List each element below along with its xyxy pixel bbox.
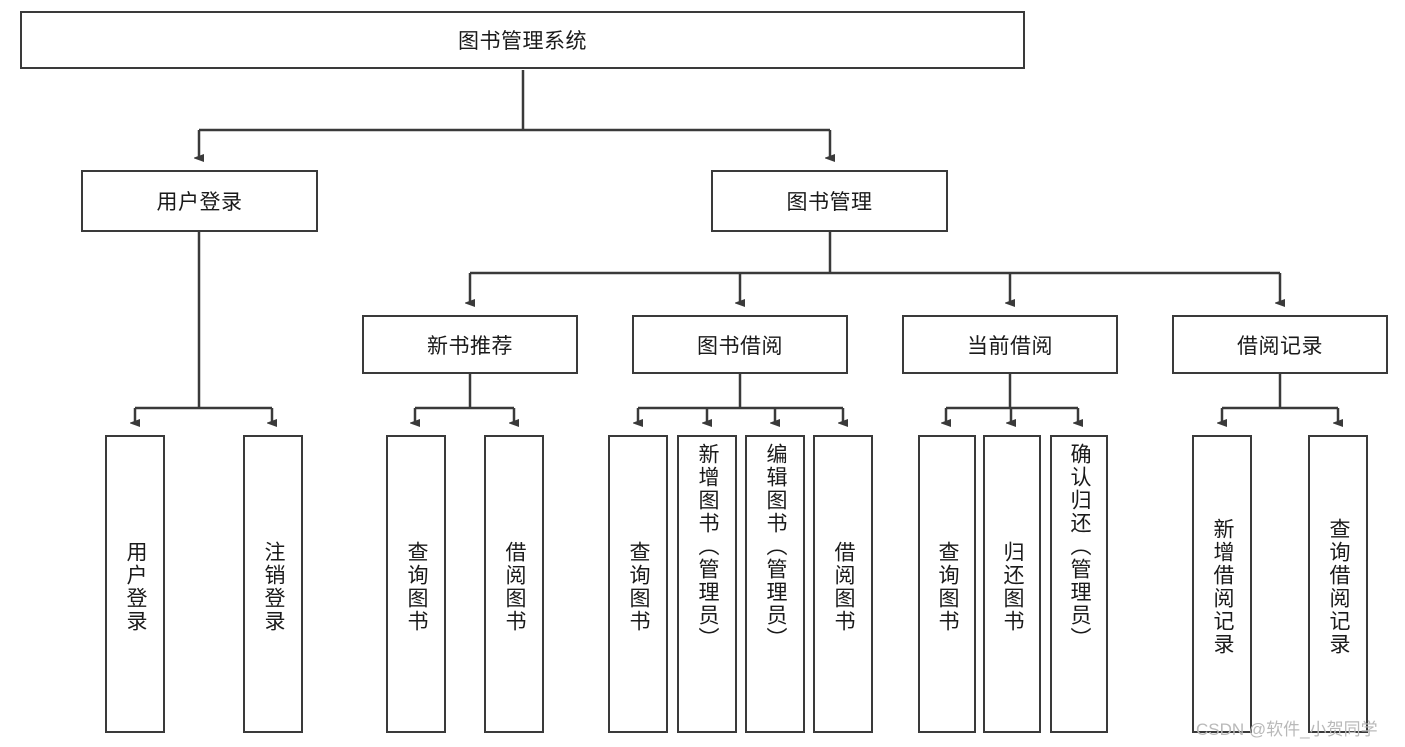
node-current-borrow-label: 当前借阅 [967, 334, 1053, 358]
leaf-new-book-borrow-book[interactable]: 借阅图书 [484, 435, 544, 733]
leaf-label: 确认归还（管理员） [1068, 443, 1092, 650]
leaf-label: 查询图书 [627, 541, 651, 633]
leaf-label: 借阅图书 [503, 541, 527, 633]
leaf-label: 借阅图书 [832, 541, 856, 633]
leaf-user-login-login[interactable]: 用户登录 [105, 435, 165, 733]
leaf-label: 注销登录 [262, 541, 286, 633]
leaf-label: 新增图书（管理员） [696, 443, 720, 650]
leaf-label: 编辑图书（管理员） [764, 443, 788, 650]
leaf-borrow-record-add-record[interactable]: 新增借阅记录 [1192, 435, 1252, 733]
node-book-management[interactable]: 图书管理 [711, 170, 948, 232]
node-borrow-record-label: 借阅记录 [1237, 334, 1323, 358]
leaf-new-book-query-book[interactable]: 查询图书 [386, 435, 446, 733]
node-book-management-label: 图书管理 [786, 191, 873, 214]
node-root-label: 图书管理系统 [458, 30, 587, 53]
leaf-book-borrow-add-book-admin[interactable]: 新增图书（管理员） [677, 435, 737, 733]
leaf-current-borrow-query-book[interactable]: 查询图书 [918, 435, 976, 733]
leaf-book-borrow-edit-book-admin[interactable]: 编辑图书（管理员） [745, 435, 805, 733]
leaf-label: 查询图书 [936, 541, 960, 633]
node-root[interactable]: 图书管理系统 [20, 11, 1025, 69]
leaf-book-borrow-query-book[interactable]: 查询图书 [608, 435, 668, 733]
watermark-text: CSDN @软件_小贺同学 [1196, 720, 1378, 739]
node-new-book-recommend-label: 新书推荐 [427, 334, 513, 358]
node-book-borrow[interactable]: 图书借阅 [632, 315, 848, 374]
leaf-borrow-record-query-record[interactable]: 查询借阅记录 [1308, 435, 1368, 733]
leaf-label: 归还图书 [1001, 541, 1025, 633]
leaf-user-login-logout[interactable]: 注销登录 [243, 435, 303, 733]
leaf-label: 用户登录 [124, 541, 148, 633]
node-new-book-recommend[interactable]: 新书推荐 [362, 315, 578, 374]
leaf-book-borrow-borrow-book[interactable]: 借阅图书 [813, 435, 873, 733]
leaf-label: 查询借阅记录 [1327, 518, 1351, 656]
node-current-borrow[interactable]: 当前借阅 [902, 315, 1118, 374]
node-book-borrow-label: 图书借阅 [697, 334, 783, 358]
leaf-current-borrow-confirm-return-admin[interactable]: 确认归还（管理员） [1050, 435, 1108, 733]
leaf-current-borrow-return-book[interactable]: 归还图书 [983, 435, 1041, 733]
node-user-login[interactable]: 用户登录 [81, 170, 318, 232]
node-user-login-label: 用户登录 [156, 191, 243, 214]
leaf-label: 新增借阅记录 [1211, 518, 1235, 656]
node-borrow-record[interactable]: 借阅记录 [1172, 315, 1388, 374]
leaf-label: 查询图书 [405, 541, 429, 633]
